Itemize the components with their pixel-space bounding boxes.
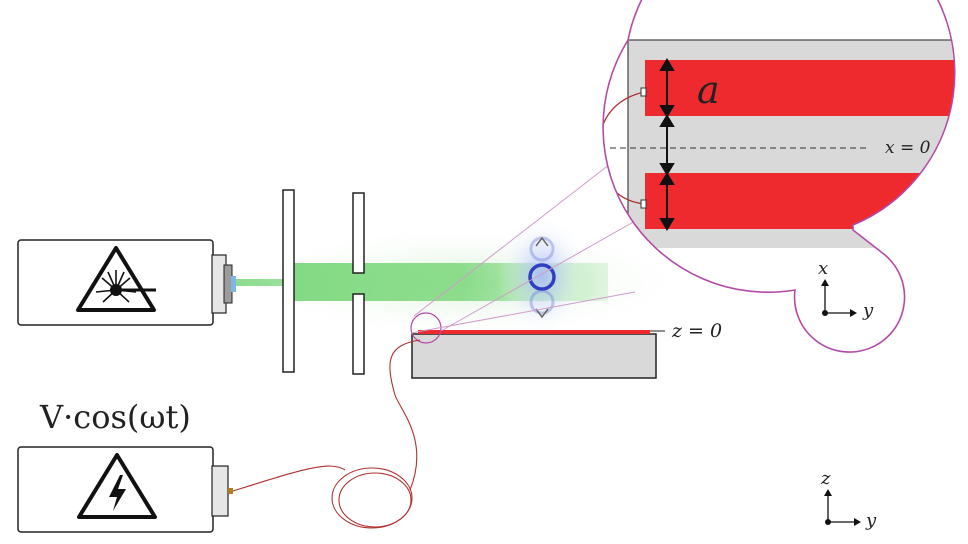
z-zero-label: z = 0 <box>671 320 722 342</box>
laser-warning-icon <box>76 246 156 312</box>
x-zero-label: x = 0 <box>885 138 931 158</box>
aperture-plate-top <box>352 192 365 274</box>
voltage-label: V·cos(ωt) <box>39 398 191 436</box>
main-axis-y-label: y <box>865 510 877 531</box>
signal-cable <box>232 339 421 529</box>
high-voltage-icon <box>77 453 157 519</box>
aperture-plate-bottom <box>352 293 365 375</box>
aperture-width-label: a <box>697 68 720 112</box>
main-axes <box>824 489 861 526</box>
lens-plate <box>282 189 295 373</box>
inset-axes <box>821 279 857 317</box>
inset-axis-y-label: y <box>862 300 874 321</box>
inset-axis-x-label: x <box>818 258 828 279</box>
trapped-particle <box>497 215 587 335</box>
chip-substrate <box>411 330 665 379</box>
main-axis-z-label: z <box>820 468 831 489</box>
